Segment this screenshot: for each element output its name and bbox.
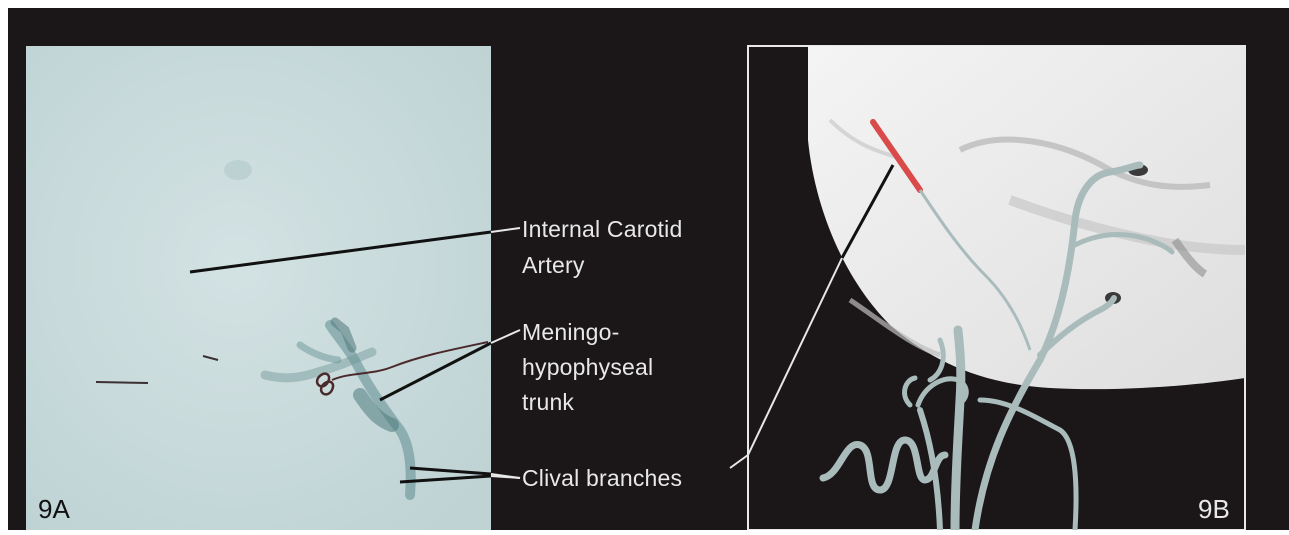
- label-meningohypophyseal-line2: hypophyseal: [522, 352, 653, 382]
- panel-9b-illustration: [748, 46, 1245, 530]
- panel-label-9b: 9B: [1198, 494, 1230, 525]
- label-meningohypophyseal-line3: trunk: [522, 387, 574, 417]
- label-internal-carotid-line2: Artery: [522, 250, 585, 280]
- panel-9a-angiogram: [26, 46, 491, 530]
- label-internal-carotid-line1: Internal Carotid: [522, 214, 682, 244]
- label-clival-branches: Clival branches: [522, 463, 682, 493]
- panel-label-9a: 9A: [38, 494, 70, 525]
- label-meningohypophyseal-line1: Meningo-: [522, 317, 620, 347]
